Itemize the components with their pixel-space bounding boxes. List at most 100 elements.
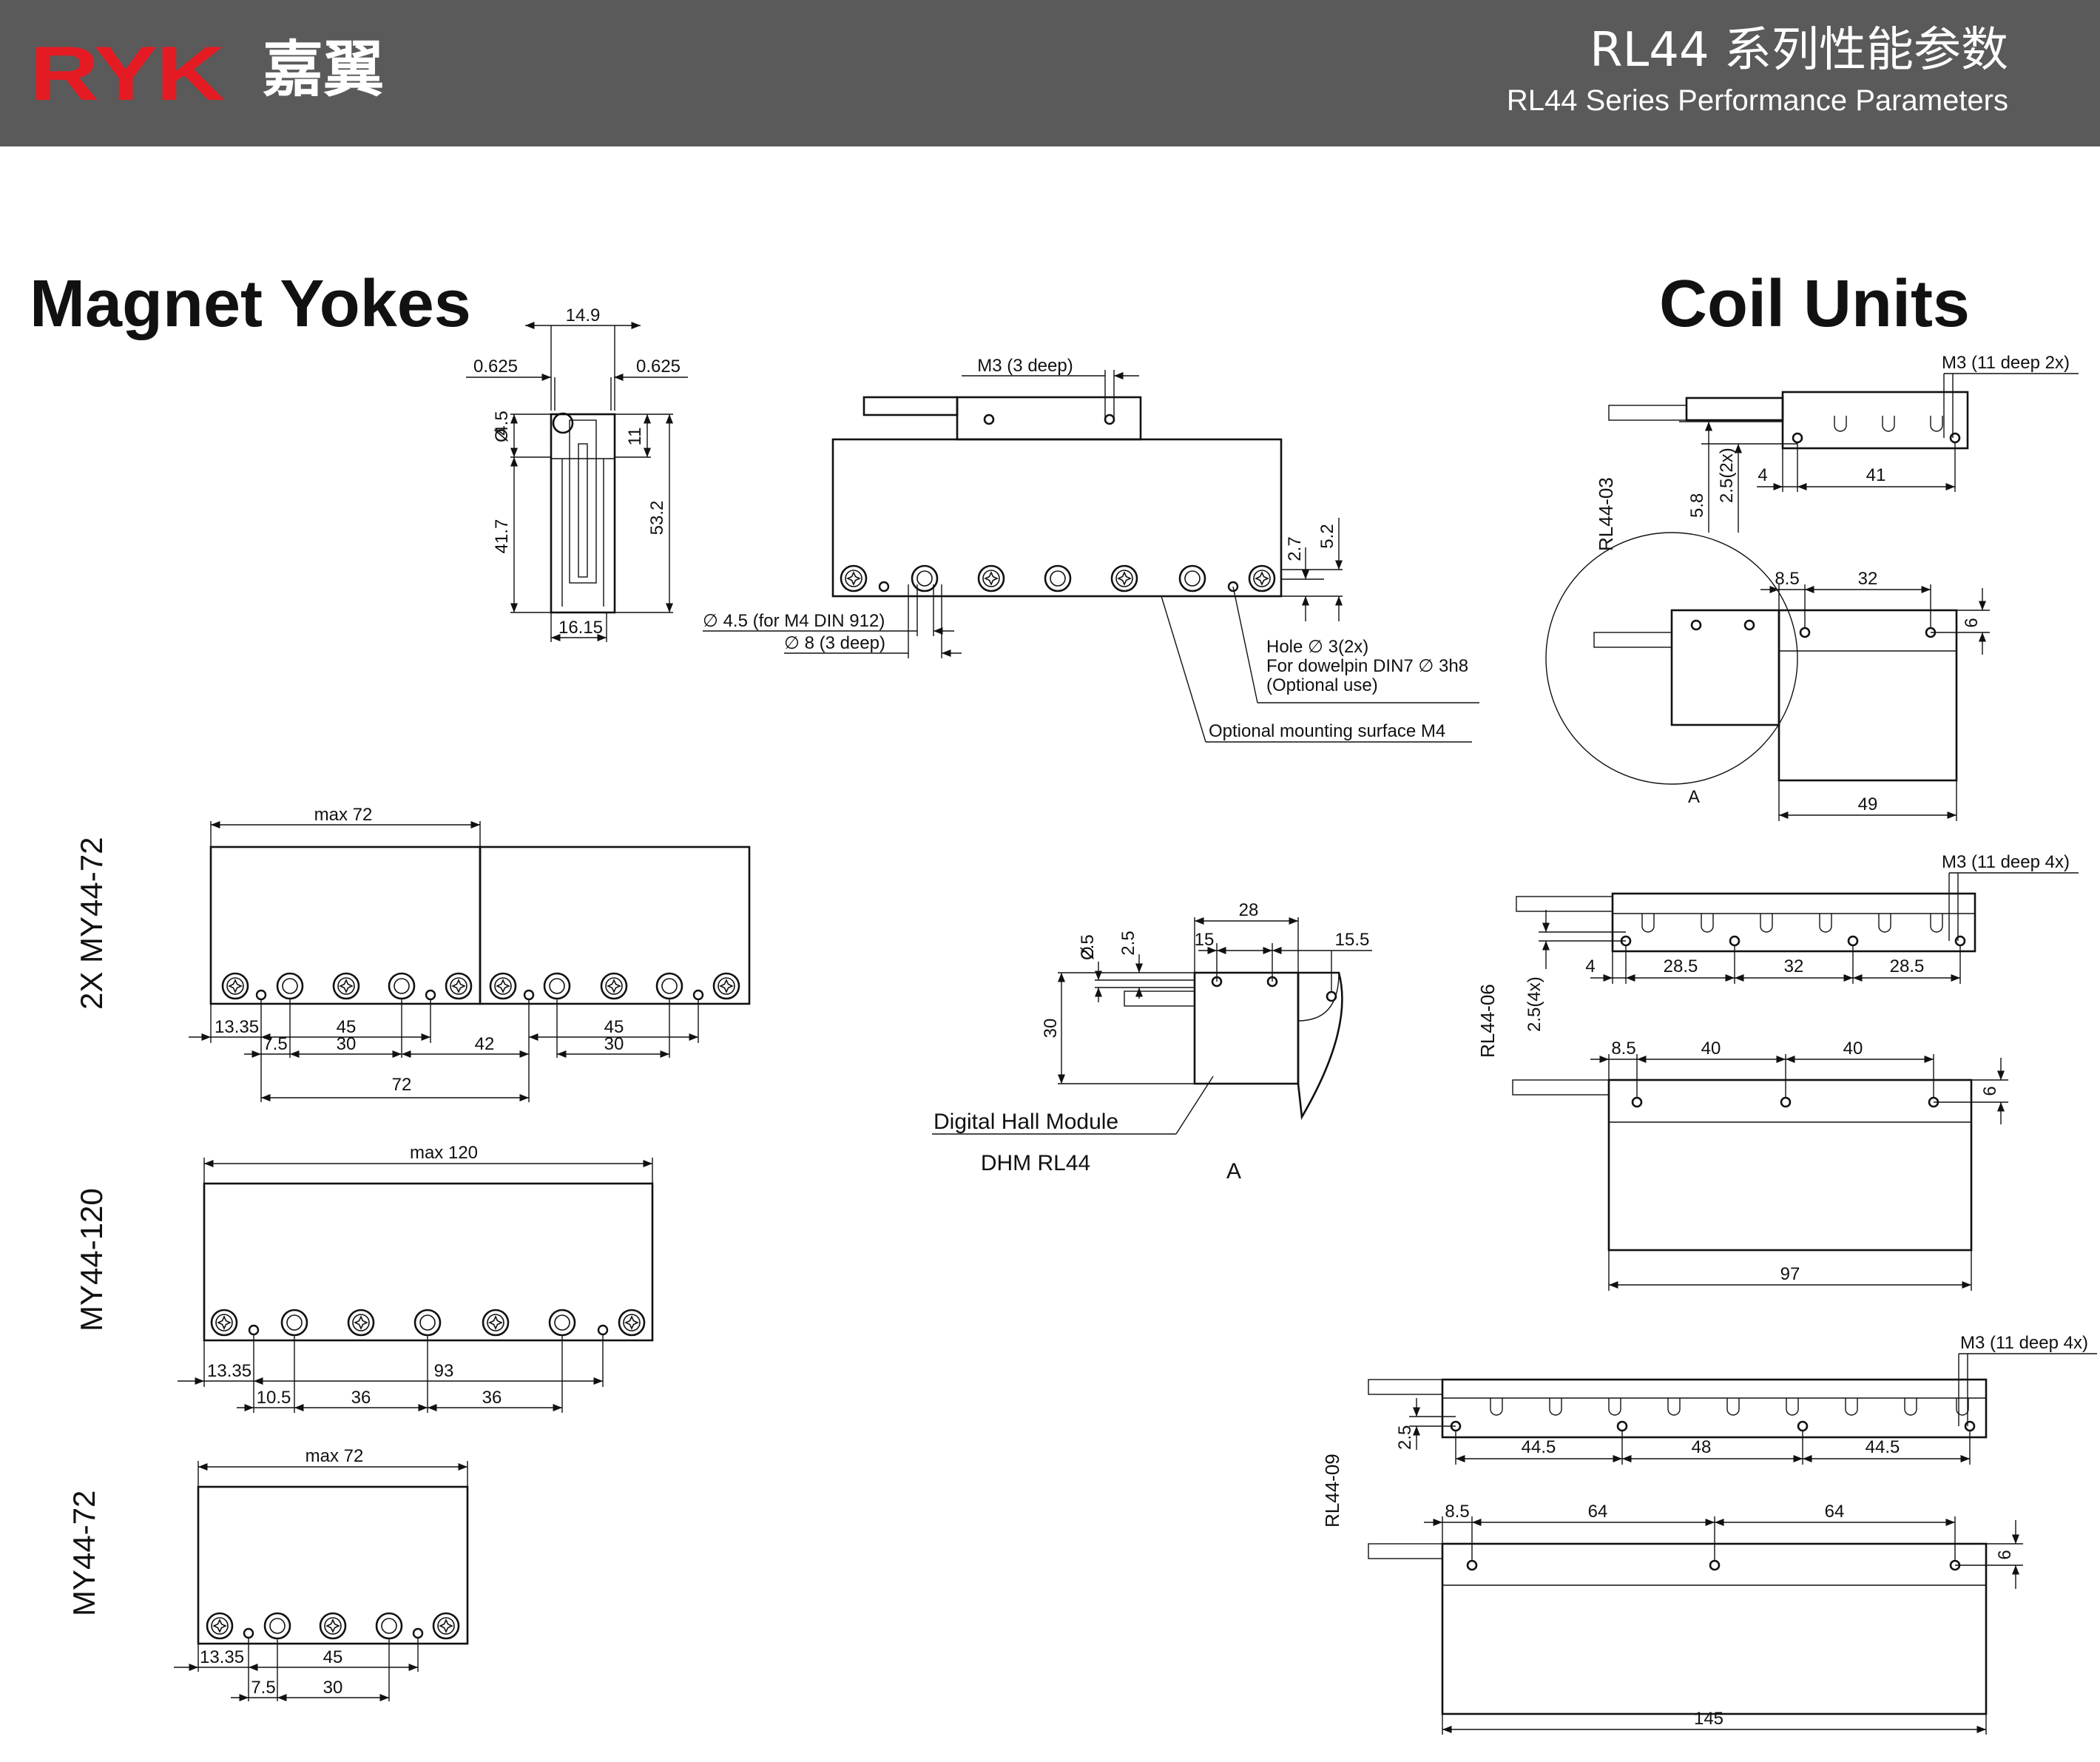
dim-4: 4 bbox=[1758, 465, 1767, 485]
dim-28-5-a: 28.5 bbox=[1664, 956, 1698, 976]
dim-93: 93 bbox=[434, 1361, 454, 1381]
dim-72: 72 bbox=[392, 1075, 412, 1095]
hall-module-label: Digital Hall Module bbox=[933, 1110, 1118, 1134]
label-rl44-09: RL44-09 bbox=[1321, 1454, 1343, 1528]
label-my44-120: MY44-120 bbox=[74, 1188, 109, 1331]
dim-40-a: 40 bbox=[1701, 1039, 1721, 1059]
dim-16-15: 16.15 bbox=[558, 618, 603, 638]
yoke-my44-120: MY44-120 max 120 13.35 93 10.5 36 36 bbox=[74, 1143, 654, 1413]
dim-36-a: 36 bbox=[351, 1388, 371, 1408]
dim-7-5: 7.5 bbox=[251, 1678, 275, 1698]
dim-6: 6 bbox=[1995, 1550, 2015, 1559]
dim-64-b: 64 bbox=[1825, 1502, 1845, 1522]
dim-32: 32 bbox=[1784, 956, 1804, 976]
dim-45-b: 45 bbox=[604, 1017, 624, 1037]
header-title: RL44 系列性能参数 bbox=[1590, 23, 2008, 78]
coil-rl44-06: RL44-06 M3 (11 deep 4x) 2.5(4x) 4 bbox=[1476, 852, 2079, 1291]
mounting-surface-label: Optional mounting surface M4 bbox=[1209, 721, 1445, 741]
hall-module: 28 15 15.5 Ø 2.5 2.5 30 Digital Hall Mod… bbox=[932, 900, 1372, 1184]
m3-label: M3 (3 deep) bbox=[977, 356, 1073, 376]
dim-4: 4 bbox=[1585, 956, 1595, 976]
section-title-coil-units: Coil Units bbox=[1659, 267, 1970, 341]
dim-53-2: 53.2 bbox=[647, 501, 667, 536]
dim-0-625-left: 0.625 bbox=[473, 357, 518, 377]
dim-max-72: max 72 bbox=[305, 1446, 364, 1466]
dim-45: 45 bbox=[323, 1647, 343, 1667]
dim-13-35: 13.35 bbox=[200, 1647, 244, 1667]
dim-2-7: 2.7 bbox=[1285, 536, 1305, 561]
dim-8-5: 8.5 bbox=[1775, 569, 1799, 589]
label-2x-my44-72: 2X MY44-72 bbox=[74, 837, 109, 1010]
yoke-front-view: M3 (3 deep) 2.7 5.2 ∅ 4.5 (for M4 DIN 91… bbox=[703, 356, 1479, 743]
dim-32: 32 bbox=[1858, 569, 1878, 589]
dim-2-5: 2.5 bbox=[1395, 1425, 1415, 1450]
dowel-optional-label: (Optional use) bbox=[1266, 675, 1378, 695]
m3-label: M3 (11 deep 2x) bbox=[1942, 353, 2070, 373]
label-rl44-06: RL44-06 bbox=[1476, 984, 1499, 1058]
dim-36-b: 36 bbox=[482, 1388, 502, 1408]
m3-label: M3 (11 deep 4x) bbox=[1942, 852, 2070, 872]
dim-8-5: 8.5 bbox=[1445, 1502, 1469, 1522]
dim-30: 30 bbox=[323, 1678, 343, 1698]
yoke-2x-my44-72: 2X MY44-72 max 72 13.35 45 45 bbox=[74, 805, 751, 1102]
dim-2-5-2x: 2.5(2x) bbox=[1717, 448, 1737, 503]
dim-10-5: 10.5 bbox=[257, 1388, 291, 1408]
yoke-side-view: 14.9 0.625 0.625 Ø 4.5 41.7 11 53.2 16.1… bbox=[466, 306, 688, 642]
coil-rl44-03: RL44-03 M3 (11 deep 2x) 5.8 2.5(2x) 4 41 bbox=[1545, 353, 2079, 821]
header-bar: RYK 嘉翼 RL44 系列性能参数 RL44 Series Performan… bbox=[0, 0, 2100, 146]
hole-4-5-label: ∅ 4.5 (for M4 DIN 912) bbox=[703, 611, 885, 631]
dim-41: 41 bbox=[1866, 465, 1886, 485]
label-rl44-03: RL44-03 bbox=[1595, 477, 1617, 551]
dim-6: 6 bbox=[1980, 1086, 2000, 1096]
dim-42: 42 bbox=[475, 1034, 495, 1054]
dim-2-5-a: 2.5 bbox=[1078, 934, 1098, 959]
dim-44-5-b: 44.5 bbox=[1866, 1437, 1900, 1457]
dim-4-5: 4.5 bbox=[492, 411, 512, 435]
dim-28: 28 bbox=[1239, 900, 1259, 920]
dim-7-5: 7.5 bbox=[263, 1034, 287, 1054]
logo-ryk: RYK bbox=[30, 31, 226, 117]
yoke-my44-72: MY44-72 max 72 13.35 45 7.5 30 bbox=[67, 1446, 469, 1702]
dim-45-a: 45 bbox=[337, 1017, 357, 1037]
hole-8-label: ∅ 8 (3 deep) bbox=[784, 633, 885, 653]
dim-30-a: 30 bbox=[337, 1034, 357, 1054]
dim-40-b: 40 bbox=[1843, 1039, 1863, 1059]
dim-max-120: max 120 bbox=[410, 1143, 478, 1163]
dim-15-5: 15.5 bbox=[1335, 930, 1370, 950]
dim-13-35: 13.35 bbox=[207, 1361, 251, 1381]
header-subtitle: RL44 Series Performance Parameters bbox=[1506, 84, 2008, 117]
hall-model-label: DHM RL44 bbox=[981, 1151, 1090, 1175]
dim-145: 145 bbox=[1694, 1709, 1723, 1729]
detail-a-label: A bbox=[1226, 1159, 1241, 1184]
dim-41-7: 41.7 bbox=[492, 519, 512, 554]
dim-28-5-b: 28.5 bbox=[1890, 956, 1925, 976]
dim-0-625-right: 0.625 bbox=[636, 357, 681, 377]
dim-44-5-a: 44.5 bbox=[1522, 1437, 1556, 1457]
dim-13-35: 13.35 bbox=[215, 1017, 259, 1037]
dim-phi: Ø bbox=[492, 428, 512, 442]
dim-30-b: 30 bbox=[604, 1034, 624, 1054]
logo-chinese: 嘉翼 bbox=[263, 35, 385, 105]
dim-49: 49 bbox=[1858, 794, 1878, 814]
dim-15: 15 bbox=[1195, 930, 1215, 950]
dim-phi: Ø bbox=[1078, 946, 1098, 960]
dim-5-8: 5.8 bbox=[1687, 493, 1707, 518]
dim-64-a: 64 bbox=[1588, 1502, 1608, 1522]
dim-97: 97 bbox=[1780, 1264, 1800, 1284]
dim-2-5-4x: 2.5(4x) bbox=[1525, 976, 1544, 1032]
dim-5-2: 5.2 bbox=[1317, 524, 1337, 548]
dim-2-5-b: 2.5 bbox=[1118, 931, 1138, 955]
m3-label: M3 (11 deep 4x) bbox=[1960, 1333, 2088, 1353]
dim-48: 48 bbox=[1692, 1437, 1712, 1457]
dim-30: 30 bbox=[1041, 1019, 1061, 1039]
dim-6: 6 bbox=[1962, 618, 1982, 627]
dim-14-9: 14.9 bbox=[566, 306, 601, 325]
dowel-hole-label: Hole ∅ 3(2x) bbox=[1266, 637, 1368, 657]
dim-max-72: max 72 bbox=[314, 805, 373, 825]
section-title-magnet-yokes: Magnet Yokes bbox=[30, 267, 471, 341]
coil-rl44-09: RL44-09 M3 (11 deep 4x) 2.5 44.5 4 bbox=[1321, 1333, 2097, 1735]
dowel-pin-label: For dowelpin DIN7 ∅ 3h8 bbox=[1266, 656, 1468, 676]
dim-8-5: 8.5 bbox=[1611, 1039, 1635, 1059]
dim-11: 11 bbox=[625, 428, 645, 446]
